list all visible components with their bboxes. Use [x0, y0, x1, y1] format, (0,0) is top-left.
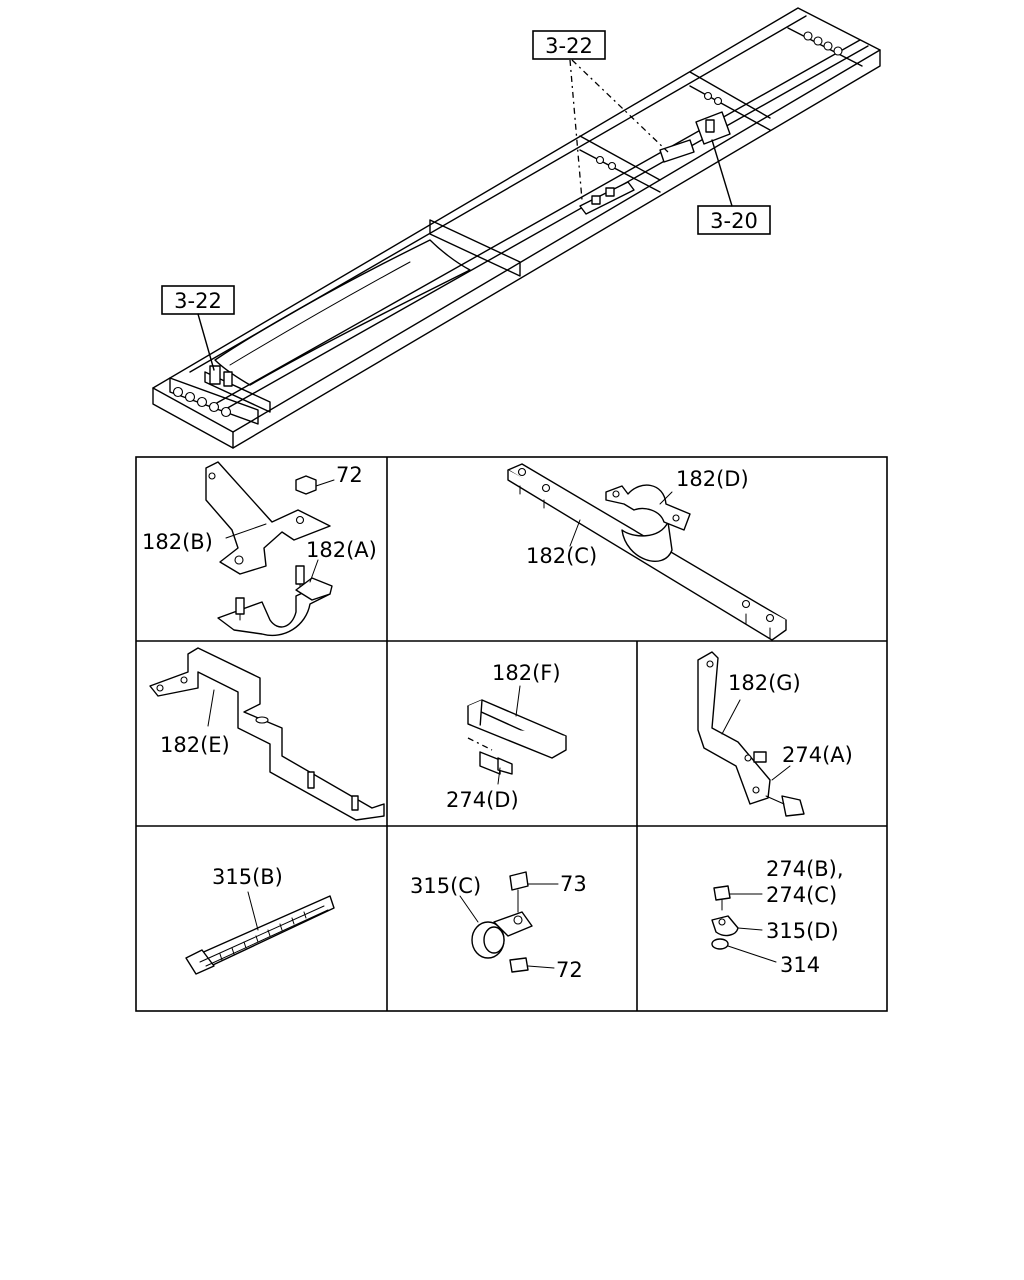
part-label-182g: 182(G) — [728, 671, 801, 695]
callout-3-22-top: 3-22 — [532, 30, 669, 201]
chassis-frame-illustration — [152, 7, 881, 449]
cell-clip-d: 274(B), 274(C) 315(D) 314 — [711, 857, 844, 977]
ref-label-3-22-top: 3-22 — [545, 34, 593, 58]
part-label-274a: 274(A) — [782, 743, 853, 767]
part-label-274c: 274(C) — [766, 883, 837, 907]
part-label-182e: 182(E) — [160, 733, 230, 757]
part-label-274d: 274(D) — [446, 788, 519, 812]
part-label-314: 314 — [780, 953, 820, 977]
part-label-274b: 274(B), — [766, 857, 844, 881]
part-label-182a: 182(A) — [306, 538, 377, 562]
cell-bracket-f: 182(F) 274(D) — [446, 661, 567, 812]
part-label-72: 72 — [336, 463, 363, 487]
cell-clip-c: 315(C) 73 72 — [410, 871, 587, 982]
part-label-182c: 182(C) — [526, 544, 597, 568]
parts-grid — [135, 456, 888, 1012]
ref-label-3-20: 3-20 — [710, 209, 758, 233]
part-label-182d: 182(D) — [676, 467, 749, 491]
part-label-72-clip: 72 — [556, 958, 583, 982]
cell-bracket-e: 182(E) — [149, 647, 385, 821]
cell-cable-tie: 315(B) — [185, 865, 335, 975]
callout-3-20: 3-20 — [697, 139, 771, 235]
part-label-182f: 182(F) — [492, 661, 561, 685]
callout-3-22-left: 3-22 — [161, 285, 235, 371]
cell-clamp-b-a: 72 182(B) 182(A) — [142, 461, 377, 636]
part-label-315c: 315(C) — [410, 874, 481, 898]
ref-label-3-22-left: 3-22 — [174, 289, 222, 313]
cell-long-bracket-c-d: 182(D) 182(C) — [507, 463, 787, 641]
part-label-315d: 315(D) — [766, 919, 839, 943]
part-label-73: 73 — [560, 872, 587, 896]
cell-bracket-g: 182(G) 274(A) — [697, 651, 853, 817]
part-label-182b: 182(B) — [142, 530, 213, 554]
part-label-315b: 315(B) — [212, 865, 283, 889]
